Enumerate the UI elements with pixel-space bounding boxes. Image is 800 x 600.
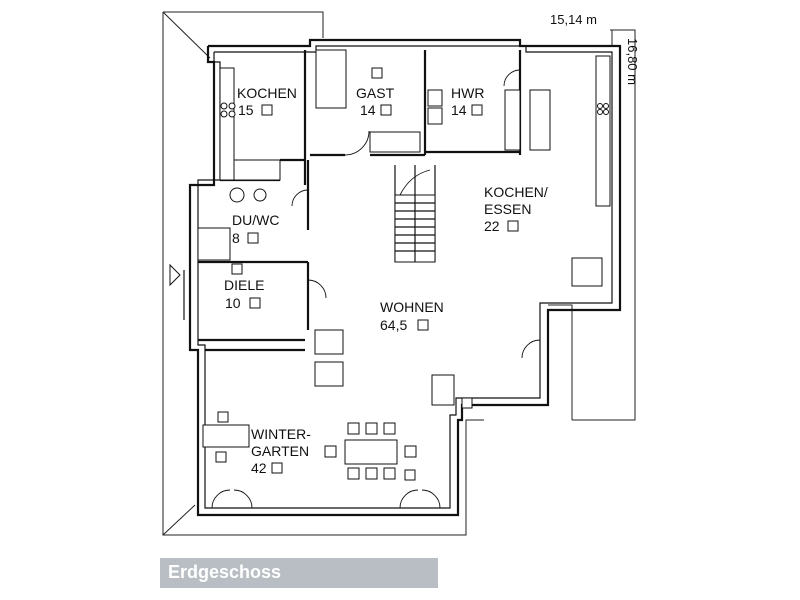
room-name-wohnen: WOHNEN [380,299,444,315]
room-name-hwr: HWR [451,85,484,101]
dining-table-east [571,257,603,287]
entrance-arrow-icon [169,263,181,287]
hob-east-icon [597,103,609,115]
door-duwc [291,189,309,207]
duwc-sink [253,188,267,202]
room-name-kochen: KOCHEN [237,85,297,101]
kitchen-counter [219,67,281,181]
door-wintergarten-1 [211,489,231,509]
area-marker-living-east [404,469,416,481]
guest-desk [369,131,421,153]
chimney [431,374,455,406]
area-marker-gast [380,104,392,116]
hwr-machine-1 [427,89,443,107]
room-area-hwr: 14 [451,102,467,118]
area-marker-hwr [471,104,483,116]
exterior-wall-inner [197,45,613,509]
exterior-wall [188,38,622,517]
area-marker-wintergarten-2 [215,451,227,463]
door-wintergarten-2 [233,489,253,509]
room-area-kochen-essen: 22 [484,218,500,234]
roof-outline [163,11,324,38]
hwr-counter [504,89,521,151]
room-area-duwc: 8 [232,230,240,246]
roof-outline-right [572,29,636,421]
armchair-2 [314,361,344,387]
room-name-kochen-essen-1: KOCHEN/ [484,184,548,200]
room-area-gast: 14 [360,102,376,118]
door-wintergarten-3 [399,489,419,509]
duwc-toilet [229,187,245,203]
duwc-shower [197,227,231,261]
roof-outline-left [162,12,200,536]
caption-bar: Erdgeschoss [160,558,438,588]
area-marker-gast-top [371,67,383,79]
room-name-wintergarten-1: WINTER- [251,426,311,442]
room-area-diele: 10 [225,295,241,311]
floor-caption: Erdgeschoss [168,562,282,582]
roof-diagonal-bottom [162,504,196,536]
width-dimension: 15,14 m [550,12,597,27]
door-diele [307,279,327,299]
armchair-1 [314,329,344,355]
area-marker-duwc [247,232,259,244]
hwr-machine-2 [427,107,443,125]
staircase [394,165,436,263]
roof-outline-bottom [200,419,484,536]
door-wohnen-east [521,339,541,359]
area-marker-kochen [261,104,273,116]
roof-diagonal-top [162,11,211,59]
room-name-wintergarten-2: GARTEN [251,443,309,459]
room-name-gast: GAST [356,85,395,101]
dining-table-wohnen [344,439,398,465]
room-name-duwc: DU/WC [232,212,279,228]
depth-dimension: 16,80 m [625,38,640,85]
area-marker-chimney [461,397,473,409]
room-name-kochen-essen-2: ESSEN [484,201,531,217]
area-marker-wintergarten [271,462,283,474]
kitchen-east-counter [595,55,611,207]
roof-outline-bottom-right [548,304,573,420]
area-marker-kochen-essen [507,220,519,232]
kitchen-east-cabinet [529,89,551,151]
area-marker-diele [249,297,261,309]
hob-icon [220,102,236,118]
room-area-wintergarten: 42 [251,460,267,476]
sideboard-wintergarten [202,424,250,448]
area-marker-diele-2 [231,263,243,275]
area-marker-wintergarten-3 [217,411,229,423]
guest-bed [315,49,347,109]
dining-chairs [324,422,417,480]
room-name-diele: DIELE [224,277,264,293]
room-area-kochen: 15 [238,102,254,118]
room-area-wohnen: 64,5 [380,317,407,333]
door-wintergarten-4 [421,489,441,509]
area-marker-wohnen [417,319,429,331]
door-hwr [503,69,521,87]
door-gast [344,130,370,156]
